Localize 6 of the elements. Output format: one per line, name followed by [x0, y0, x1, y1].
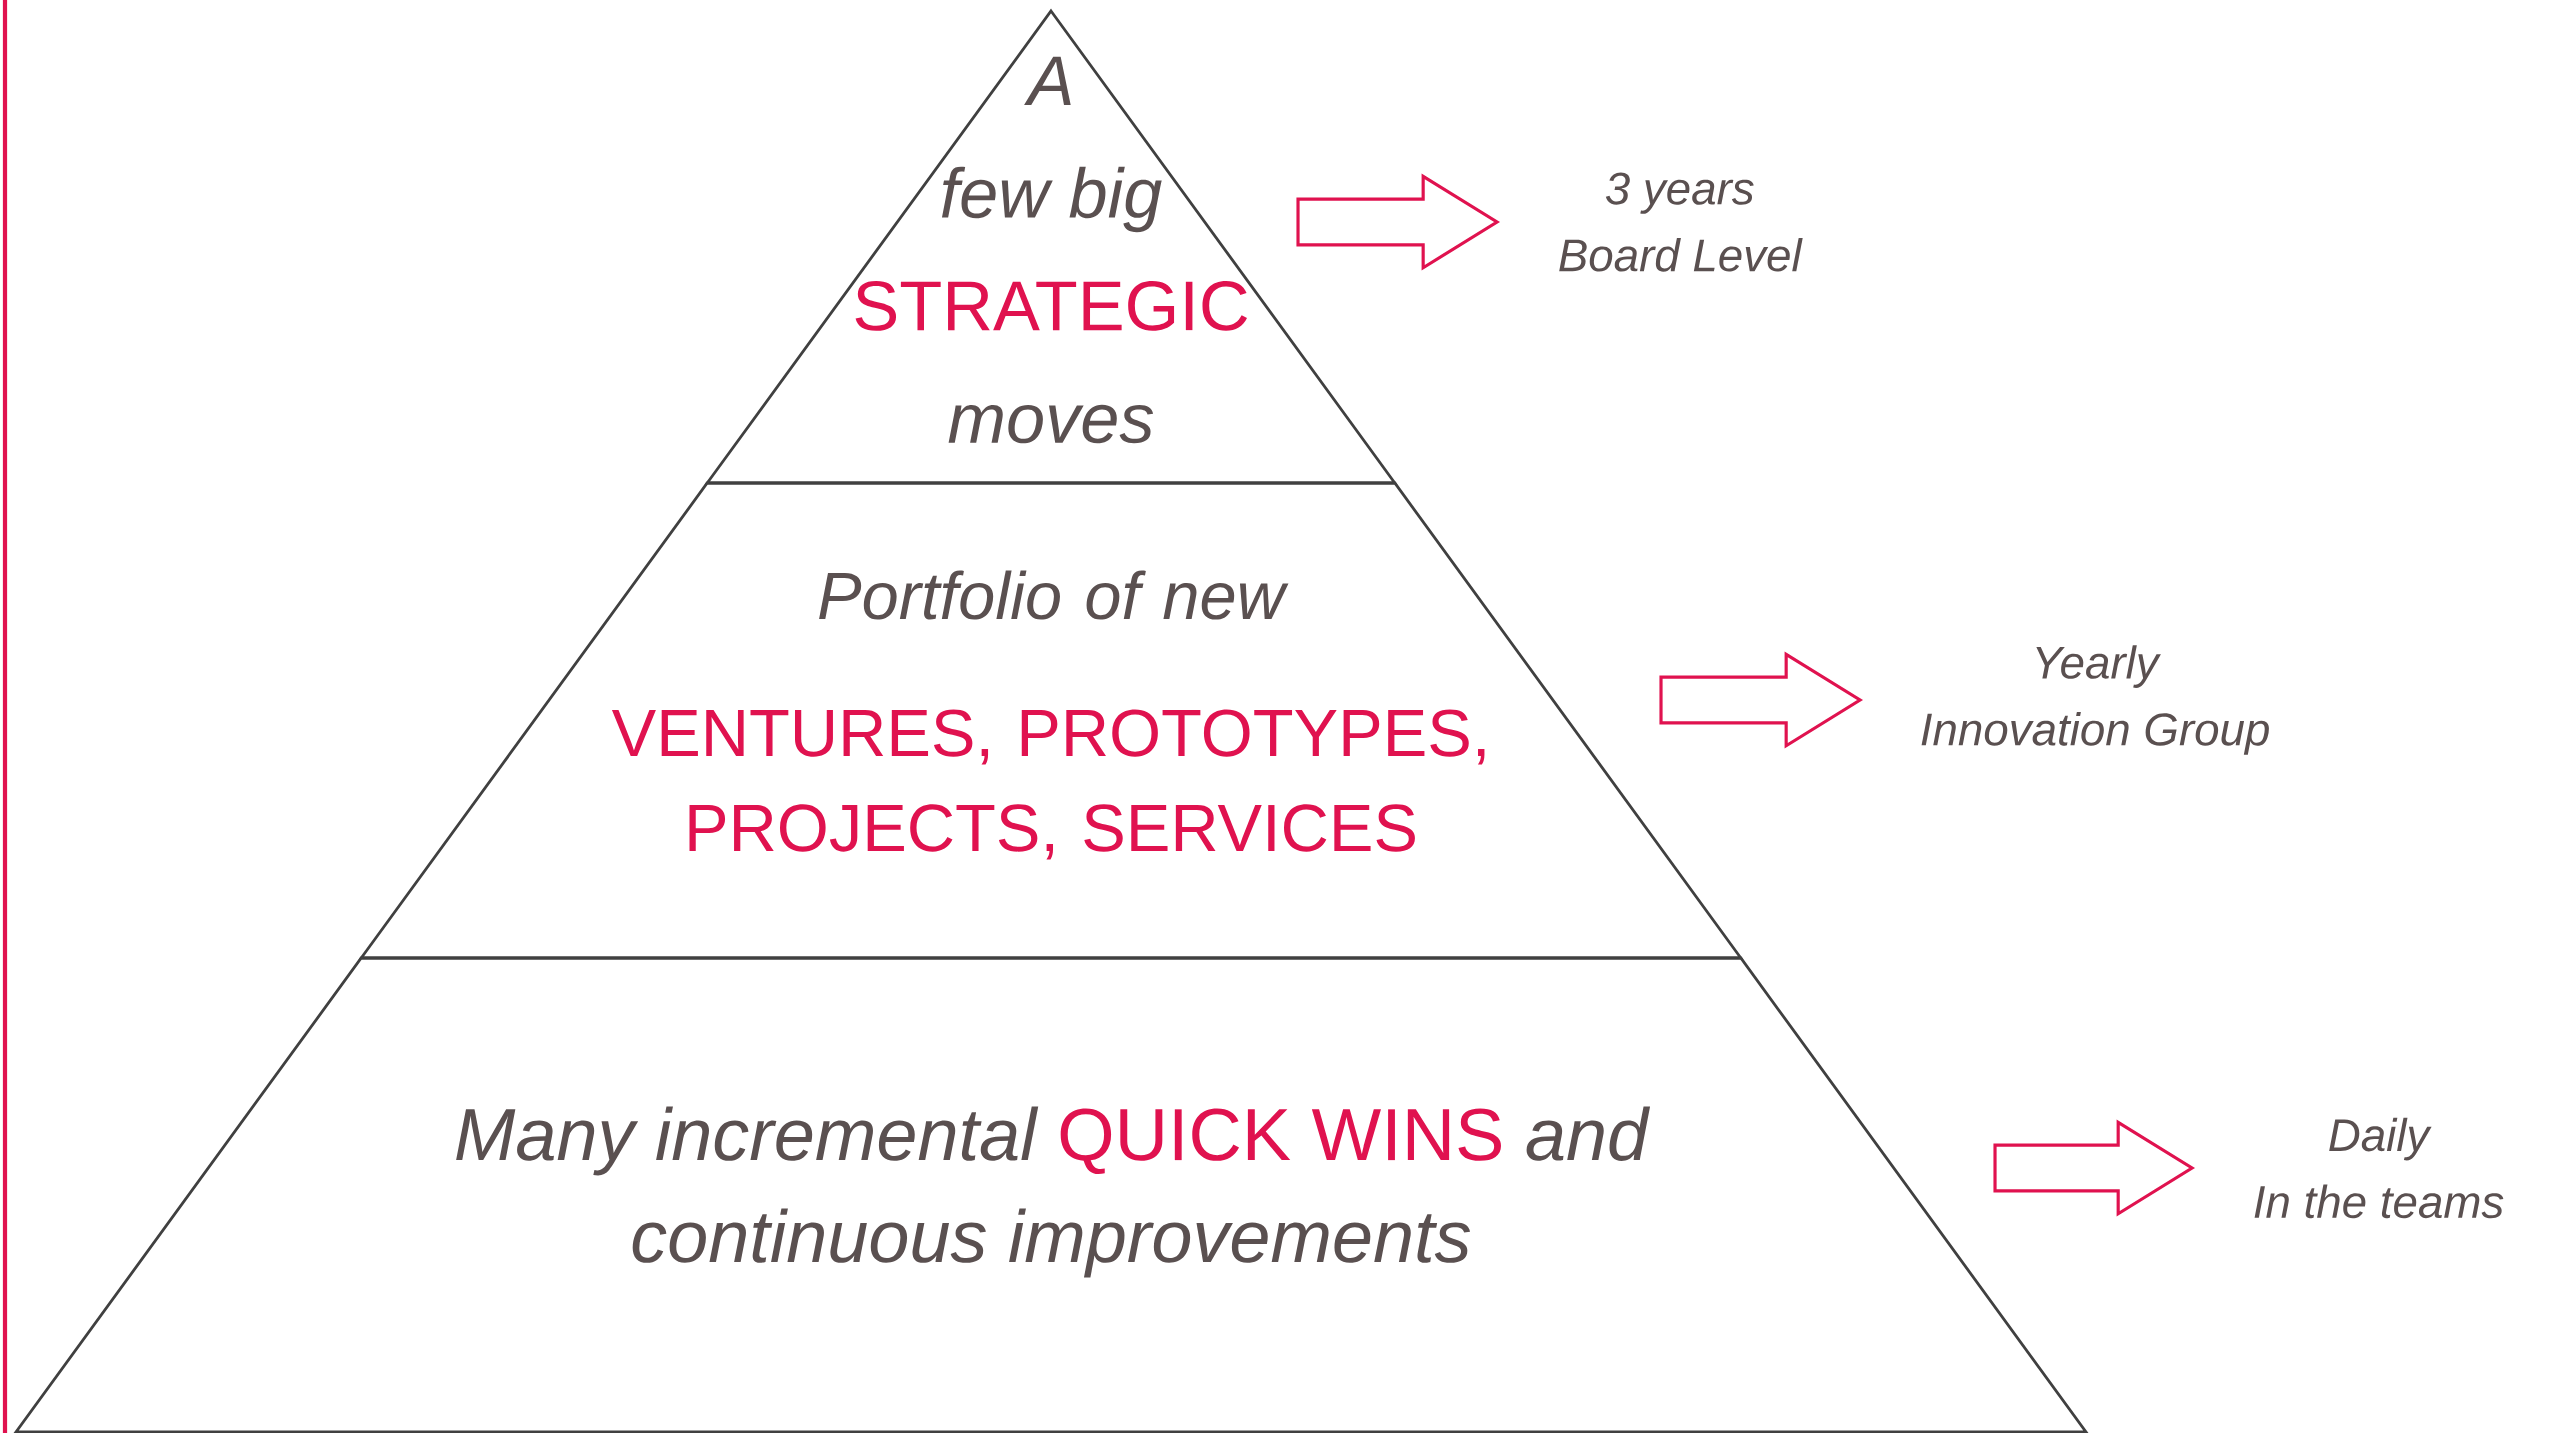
block-arrow [1993, 1119, 2196, 1217]
block-arrow [1296, 173, 1501, 271]
note-text: Daily In the teams [2254, 1117, 2504, 1219]
note-text: 3 years Board Level [1559, 172, 1803, 272]
block-arrow [1659, 651, 1864, 749]
note-text: Yearly Innovation Group [1921, 645, 2269, 755]
